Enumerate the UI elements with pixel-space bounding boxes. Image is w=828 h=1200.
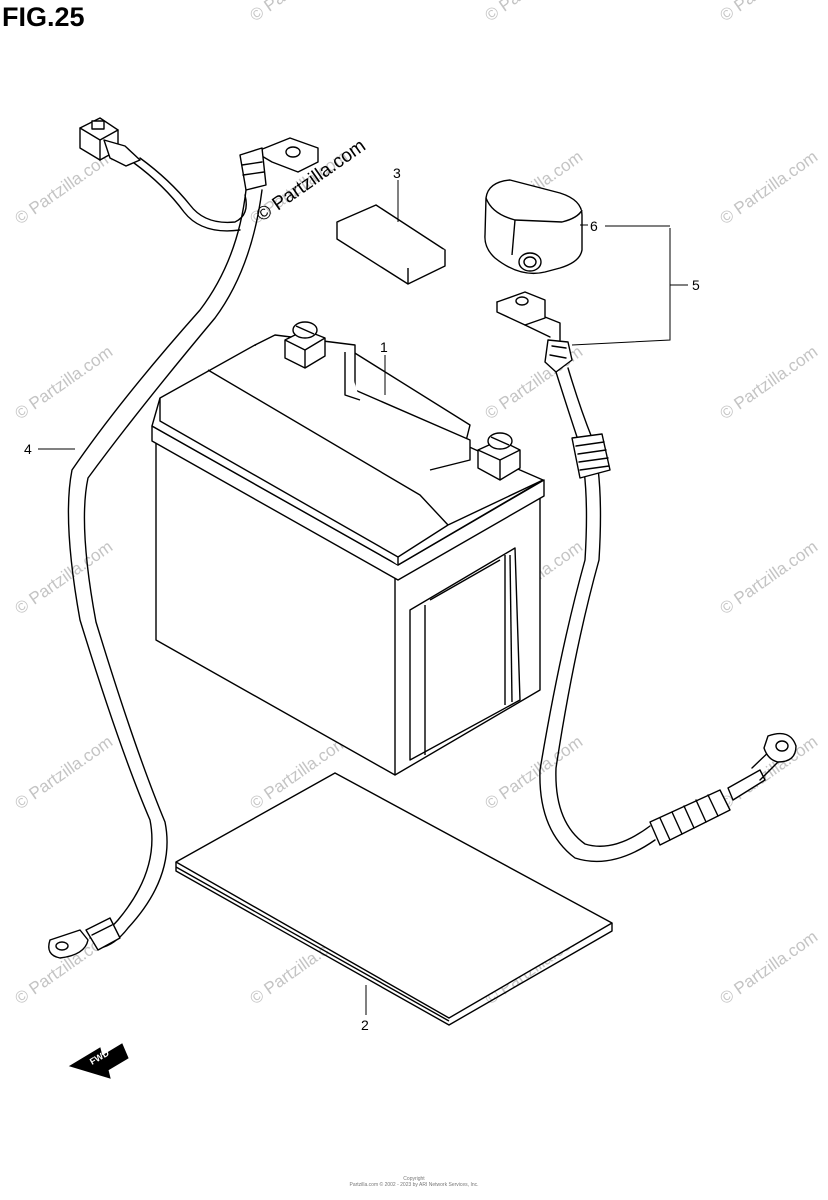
callout-3: 3 <box>393 165 401 181</box>
part-4-negative-lead-wire <box>48 117 319 959</box>
watermark-text: © Partzilla.com <box>481 732 586 813</box>
watermark-text: © Partzilla.com <box>716 0 821 25</box>
watermark-text: © Partzilla.com <box>481 0 586 25</box>
watermark-text: © Partzilla.com <box>11 537 116 618</box>
leader-line-5a <box>571 228 671 346</box>
copyright-line-2: Partzilla.com © 2002 - 2023 by ARI Netwo… <box>349 1182 479 1188</box>
part-3-spacer-pad <box>336 204 446 285</box>
callout-1: 1 <box>380 339 388 355</box>
copyright-line-1: Copyright <box>403 1176 425 1182</box>
watermark-text: © Partzilla.com <box>11 732 116 813</box>
part-1-battery <box>151 321 545 776</box>
figure-title: FIG.25 <box>2 2 85 32</box>
watermark-text: © Partzilla.com <box>11 342 116 423</box>
part-5-positive-lead-wire <box>496 291 797 863</box>
watermark-text: © Partzilla.com <box>716 342 821 423</box>
watermark-text: © Partzilla.com <box>716 537 821 618</box>
callout-2: 2 <box>361 1017 369 1033</box>
part-6-terminal-cover <box>484 179 583 275</box>
callout-4: 4 <box>24 441 32 457</box>
copyright-notice: Copyright Partzilla.com © 2002 - 2023 by… <box>0 1176 828 1188</box>
watermark-text: © Partzilla.com <box>716 927 821 1008</box>
fwd-arrow-marker: FWD <box>68 1043 129 1079</box>
watermark-text: © Partzilla.com <box>716 147 821 228</box>
callout-5: 5 <box>692 277 700 293</box>
callout-6: 6 <box>590 218 598 234</box>
watermark-text: © Partzilla.com <box>246 0 351 25</box>
leader-lines <box>38 180 688 1015</box>
part-2-battery-mat <box>175 772 613 1026</box>
callout-numbers: 1 2 3 4 5 6 <box>24 165 700 1033</box>
